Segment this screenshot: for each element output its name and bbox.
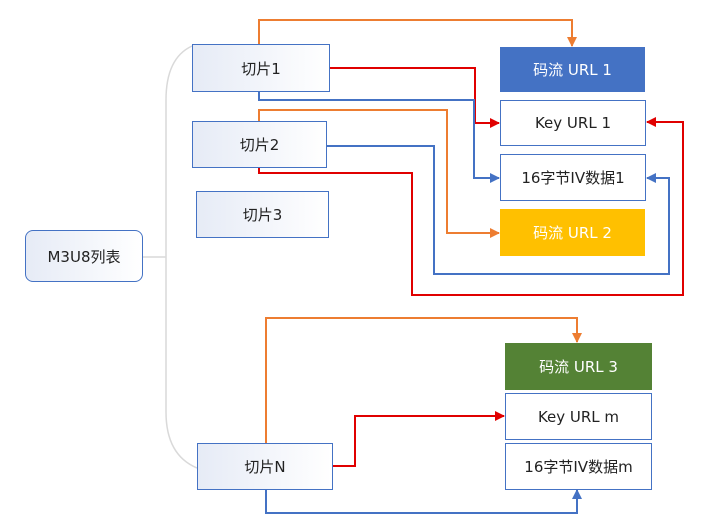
edge-slice1-iv1 (258, 92, 500, 183)
stream-url-1-node: 码流 URL 1 (500, 47, 645, 92)
iv-data-1-label: 16字节IV数据1 (521, 169, 625, 187)
stream-url-3-node: 码流 URL 3 (505, 343, 652, 390)
slice-2-node: 切片2 (192, 121, 327, 168)
edge-sliceN-keym (333, 411, 505, 467)
m3u8-list-label: M3U8列表 (47, 247, 121, 266)
edge-slice1-key1 (330, 67, 500, 128)
slice-n-node: 切片N (197, 443, 333, 490)
slice-1-label: 切片1 (241, 59, 281, 78)
stream-url-2-label: 码流 URL 2 (533, 224, 612, 242)
stream-url-1-label: 码流 URL 1 (533, 61, 612, 79)
edge-sliceN-stream3 (265, 317, 582, 443)
slice-1-node: 切片1 (192, 44, 330, 92)
slice-2-label: 切片2 (239, 136, 280, 154)
iv-data-m-node: 16字节IV数据m (505, 443, 652, 490)
key-url-1-node: Key URL 1 (500, 100, 646, 146)
iv-data-m-label: 16字节IV数据m (524, 458, 633, 476)
edge-slice2-iv1 (327, 145, 670, 275)
edge-sliceN-ivm (265, 489, 582, 514)
stream-url-2-node: 码流 URL 2 (500, 209, 645, 256)
edge-slice1-stream1 (258, 19, 577, 47)
stream-url-3-label: 码流 URL 3 (539, 358, 618, 376)
tree-bracket (165, 45, 198, 469)
edge-slice2-stream2 (258, 109, 500, 238)
key-url-1-label: Key URL 1 (534, 114, 612, 132)
slice-3-label: 切片3 (242, 206, 283, 224)
key-url-m-label: Key URL m (537, 407, 620, 426)
slice-3-node: 切片3 (196, 191, 329, 238)
edge-slice2-key1 (258, 117, 684, 296)
m3u8-list-node: M3U8列表 (25, 230, 143, 282)
iv-data-1-node: 16字节IV数据1 (500, 154, 646, 201)
slice-n-label: 切片N (244, 458, 286, 476)
key-url-m-node: Key URL m (505, 393, 652, 440)
